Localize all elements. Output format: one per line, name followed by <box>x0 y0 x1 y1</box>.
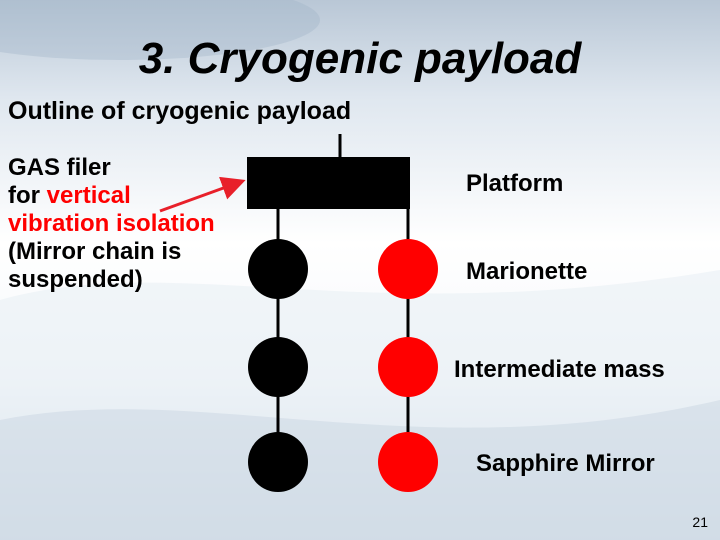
gas-filter-line-4: (Mirror chain is <box>8 238 182 265</box>
gas-filter-line-5: suspended) <box>8 266 143 293</box>
intermediate-mass-label: Intermediate mass <box>454 356 665 383</box>
intermediate-mass <box>378 337 438 397</box>
recoil-mirror-mass <box>248 432 308 492</box>
gas-filter-vertical: vertical <box>46 182 131 209</box>
marionette-label: Marionette <box>466 258 588 285</box>
slide-title: 3. Cryogenic payload <box>138 34 582 83</box>
gas-filter-line-3: vibration isolation <box>8 210 215 237</box>
recoil-marionette-mass <box>248 239 308 299</box>
slide-subtitle: Outline of cryogenic payload <box>8 97 352 125</box>
page-number: 21 <box>692 514 708 530</box>
platform-label: Platform <box>466 170 564 197</box>
recoil-intermediate-mass <box>248 337 308 397</box>
marionette-mass <box>378 239 438 299</box>
platform-block <box>247 157 410 209</box>
gas-filter-prefix: for <box>8 182 47 209</box>
gas-filter-line-1: GAS filer <box>8 154 111 181</box>
gas-filter-description: GAS filer for vertical vibration isolati… <box>8 154 258 294</box>
gas-filter-arrow <box>159 176 246 213</box>
sapphire-mirror-mass <box>378 432 438 492</box>
sapphire-mirror-label: Sapphire Mirror <box>476 450 655 477</box>
gas-filter-line-2: for vertical <box>8 182 258 210</box>
